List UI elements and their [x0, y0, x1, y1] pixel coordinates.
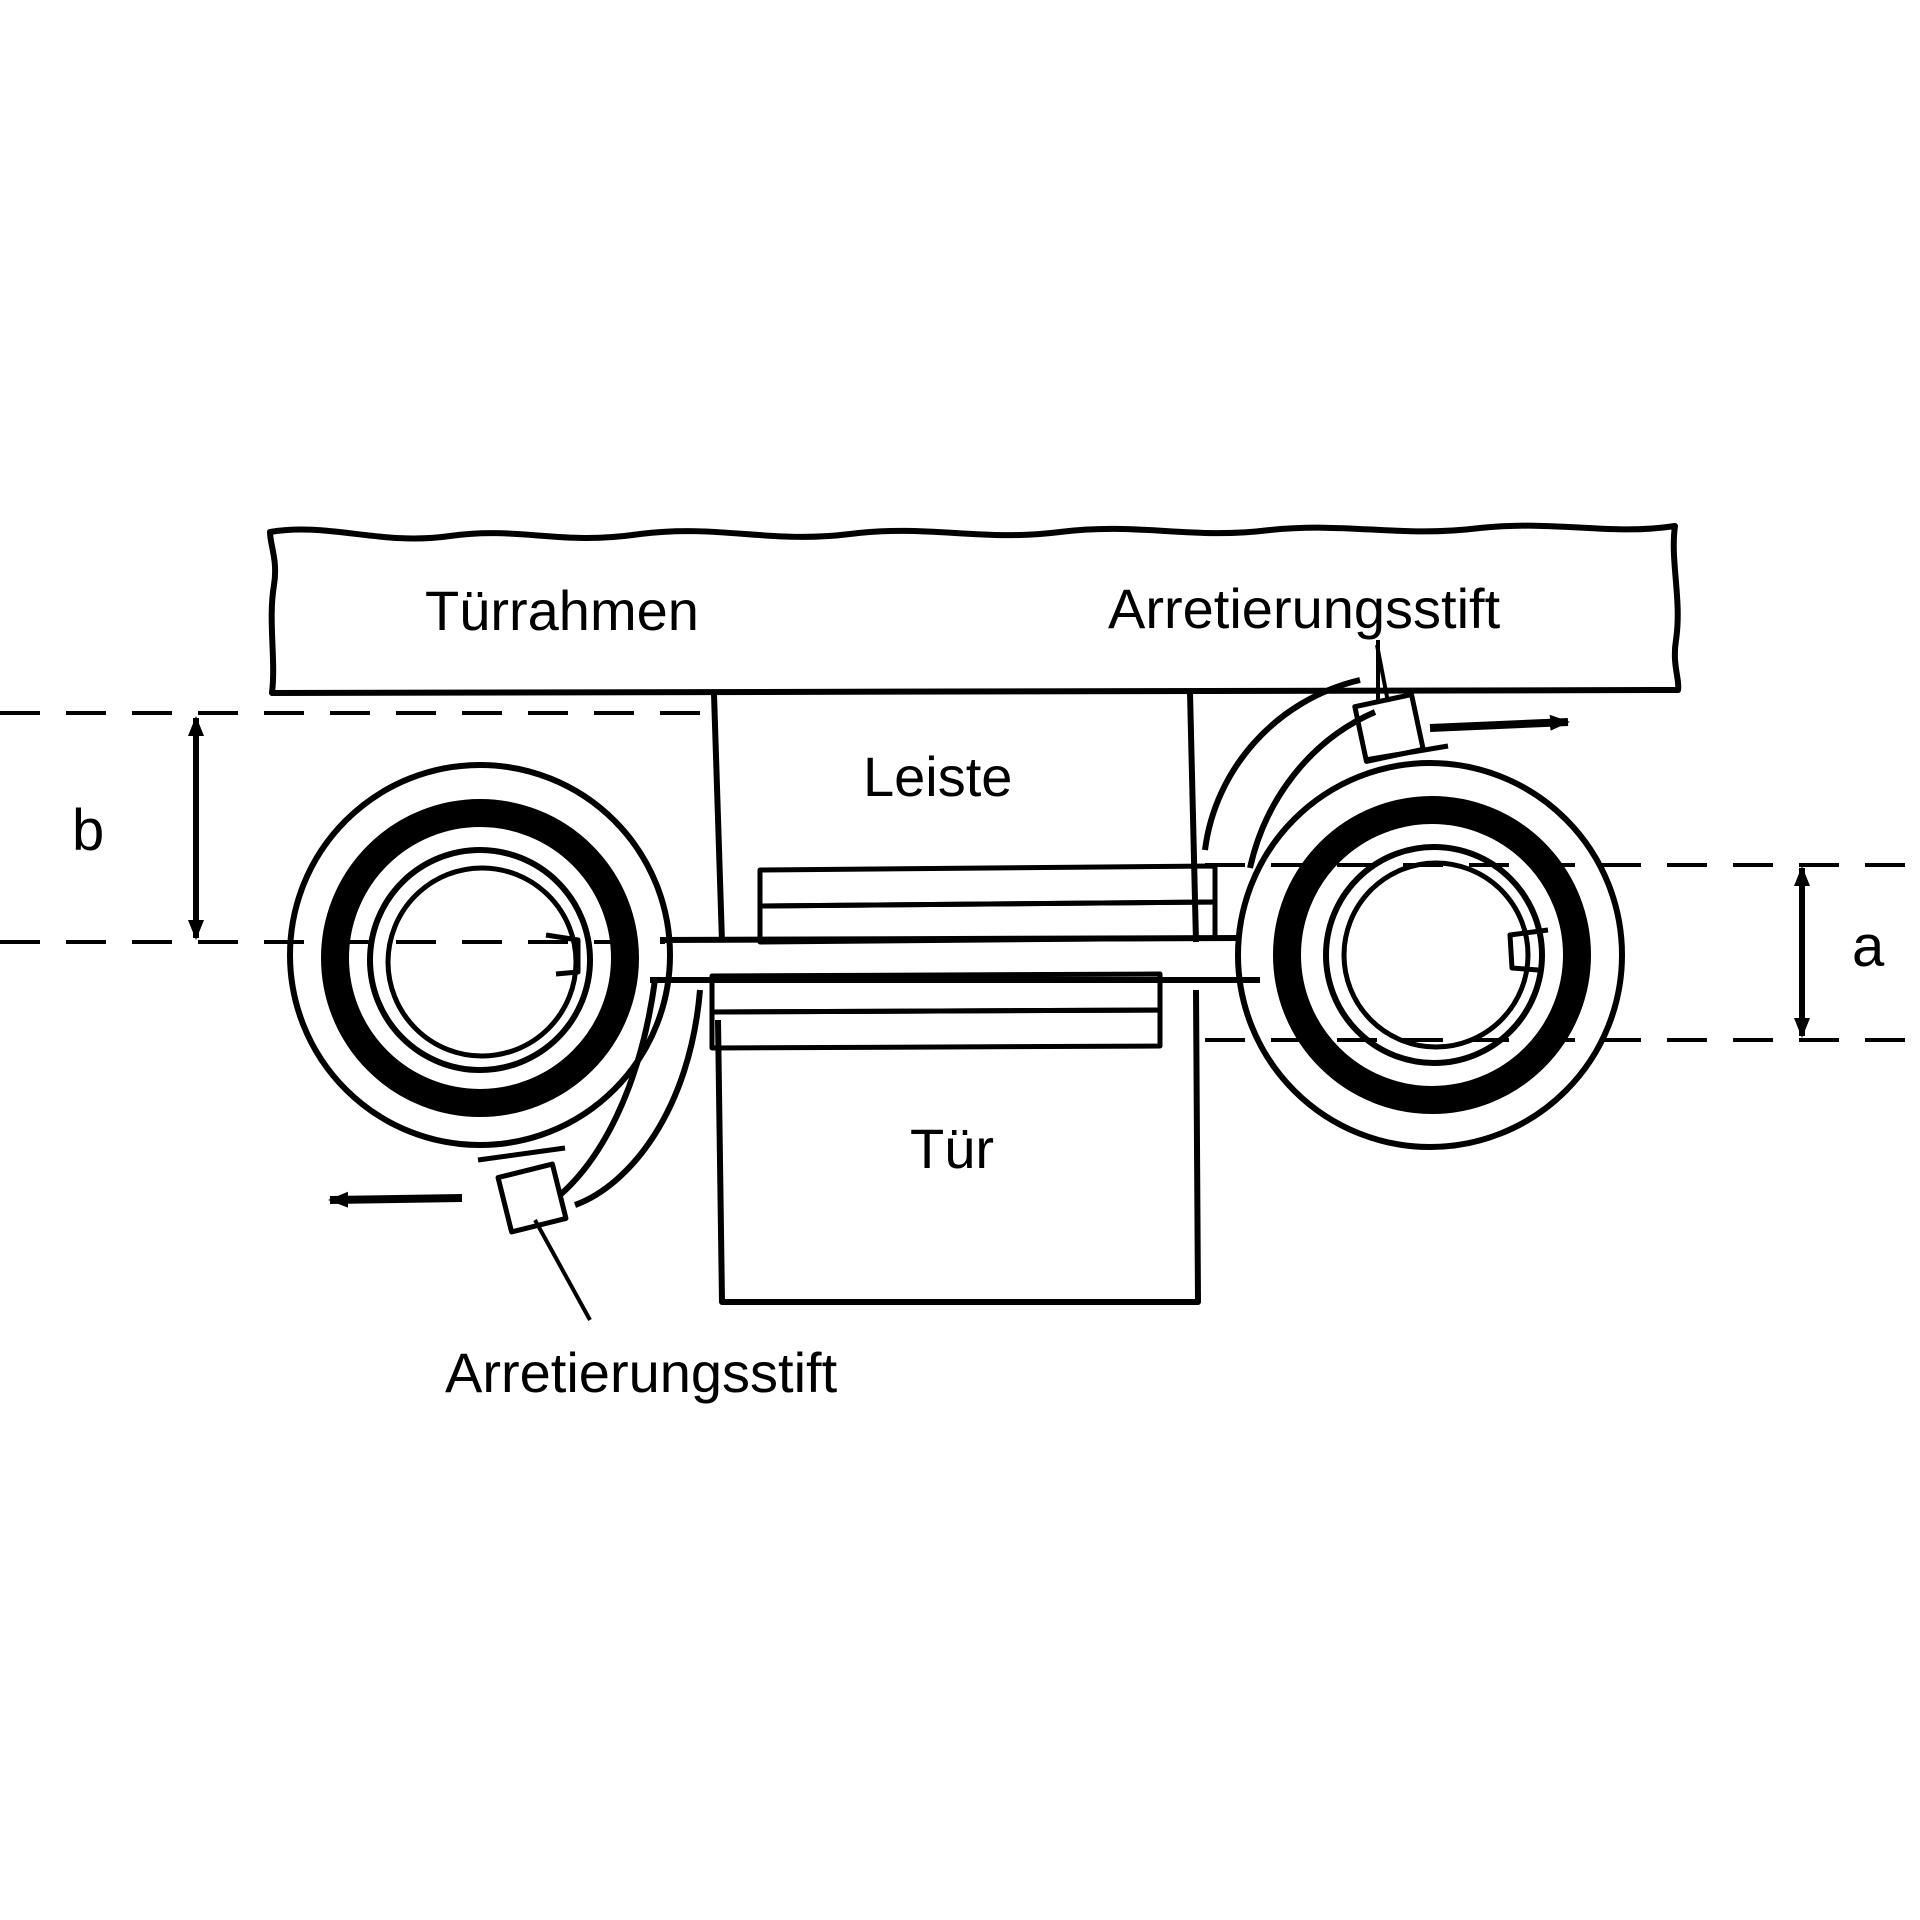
right-link-arc — [1247, 709, 1377, 869]
label-pin-bottom: Arretierungsstift — [445, 1341, 838, 1404]
arrow-right — [1429, 714, 1570, 732]
connecting-link — [650, 935, 1260, 983]
label-pin-top: Arretierungsstift — [1108, 577, 1501, 640]
lower-leaf — [709, 971, 1163, 1051]
pin-bottom-left — [477, 1145, 592, 1321]
right-hinge-barrel — [1202, 677, 1625, 1150]
label-dim-a: a — [1852, 914, 1885, 979]
door-frame — [267, 522, 1682, 696]
door — [715, 989, 1201, 1305]
label-frame: Türrahmen — [425, 579, 699, 642]
label-dim-b: b — [72, 798, 104, 863]
pin-top-leader — [1375, 644, 1390, 703]
left-hinge-barrel — [287, 762, 703, 1208]
pin-top-right — [1352, 640, 1449, 764]
label-door: Tür — [910, 1117, 994, 1180]
left-link-arc — [558, 979, 658, 1198]
arrow-left — [328, 1191, 463, 1208]
upper-leaf — [757, 863, 1218, 945]
label-strip: Leiste — [863, 745, 1012, 808]
